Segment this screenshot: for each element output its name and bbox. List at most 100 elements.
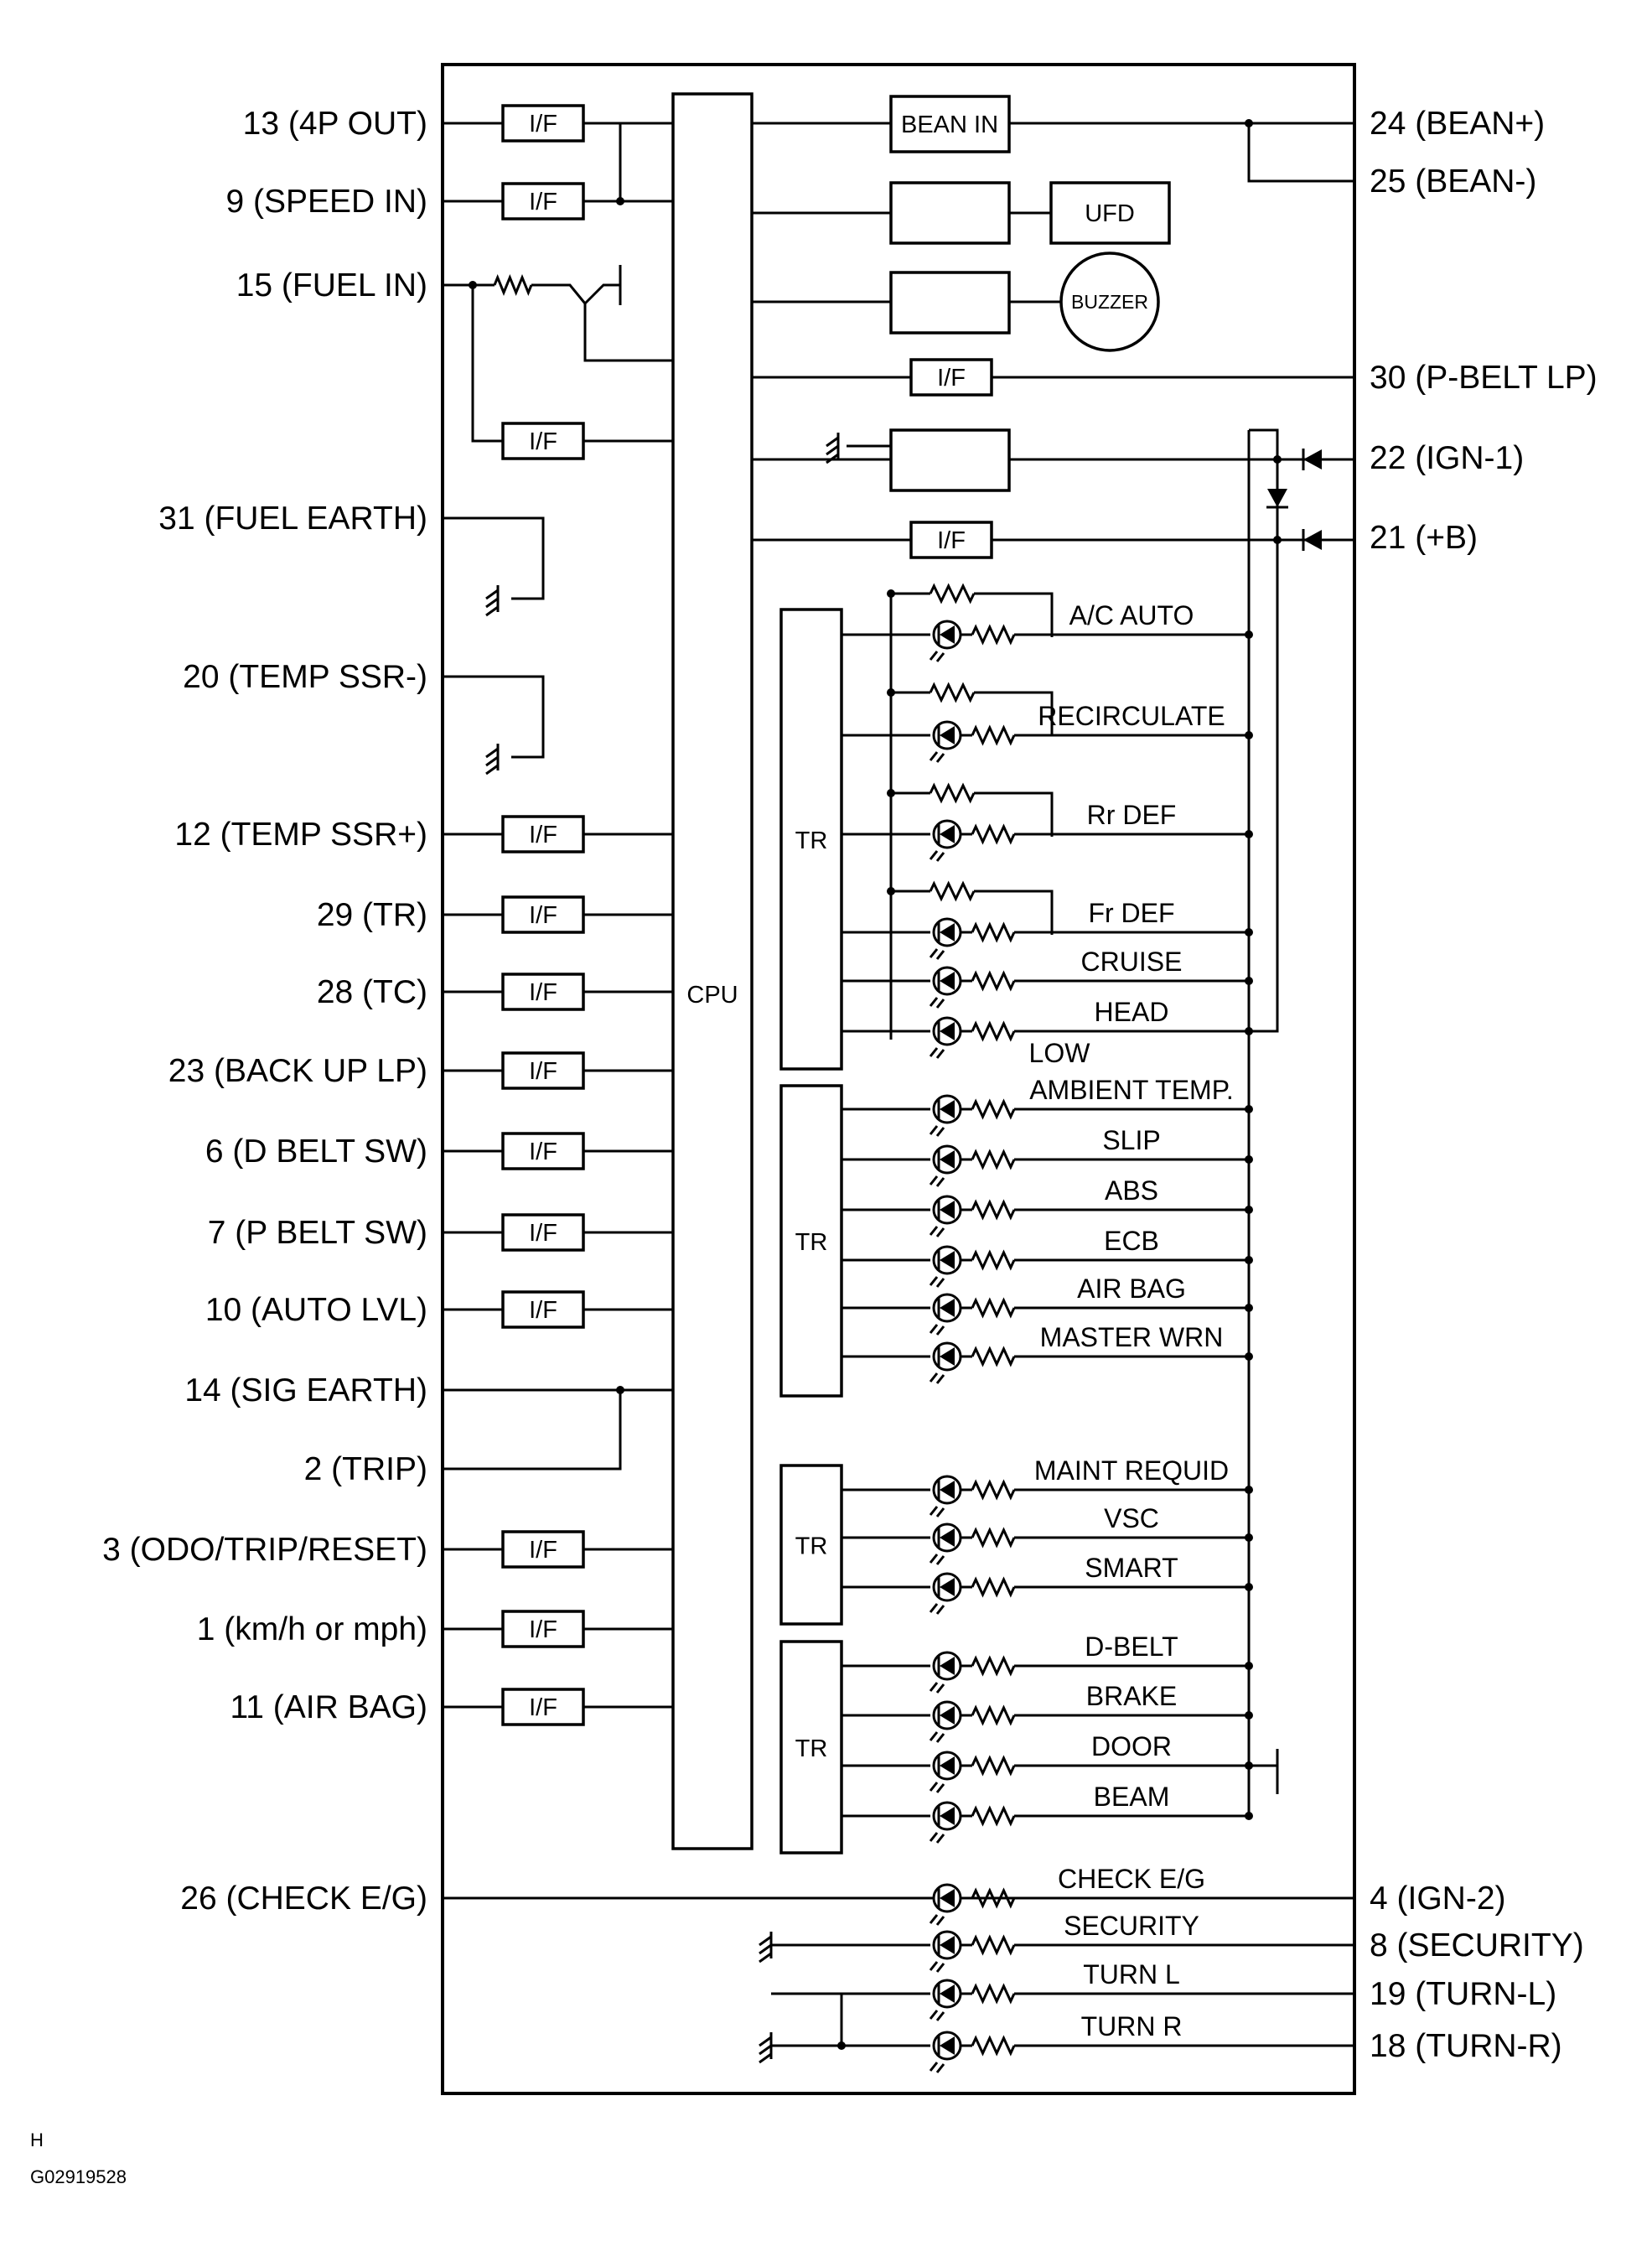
led-triangle	[940, 1578, 955, 1596]
resistor-symbol	[971, 1346, 1016, 1367]
interface-block: I/F	[501, 1051, 585, 1090]
led-icon	[929, 1016, 962, 1059]
ground-icon	[485, 585, 500, 617]
led-triangle	[940, 1100, 955, 1118]
led-icon	[929, 1700, 962, 1743]
left-pin-label: 20 (TEMP SSR-)	[183, 659, 427, 695]
interface-box	[501, 1688, 585, 1726]
left-pin-14: 2 (TRIP)	[304, 1451, 427, 1487]
resistor-symbol	[971, 1934, 1016, 1956]
interface-block: I/F	[909, 358, 993, 397]
right-pin-label: 22 (IGN-1)	[1370, 440, 1524, 476]
led-ray	[929, 1782, 939, 1792]
resistor-symbol	[971, 724, 1016, 746]
led-icon	[929, 1979, 962, 2021]
ground-hatch	[826, 436, 839, 448]
led-ray	[929, 1832, 939, 1842]
bean-in-label: BEAN IN	[901, 112, 998, 138]
indicator-15: VSC	[842, 1503, 1253, 1565]
wire	[583, 283, 620, 305]
transistor-label: TR	[795, 1533, 828, 1560]
indicator-8: AMBIENT TEMP.	[842, 1075, 1253, 1137]
ground-hatch	[759, 2044, 772, 2056]
indicator-20: BEAM	[842, 1782, 1253, 1844]
interface-label: I/F	[529, 979, 557, 1006]
led-ray	[929, 1047, 939, 1057]
indicator-23: TURN L	[771, 1959, 1354, 2021]
junction-dot	[1245, 1533, 1253, 1542]
ufd-driver-box	[889, 181, 1011, 245]
junction-dot	[887, 789, 895, 797]
bean-in-block: BEAN IN	[889, 95, 1011, 153]
resistor-symbol	[493, 274, 533, 296]
interface-block: I/F	[501, 1132, 585, 1170]
led-icon	[929, 1195, 962, 1237]
transistor-box	[779, 608, 843, 1071]
interface-label: I/F	[529, 1297, 557, 1324]
left-pin-6: 12 (TEMP SSR+)I/F	[174, 815, 673, 853]
resistor-symbol	[971, 1479, 1016, 1501]
led-triangle	[940, 1022, 955, 1040]
left-pin-7: 29 (TR)I/F	[317, 895, 673, 934]
indicator-5: CRUISE	[842, 947, 1253, 1009]
indicator-18: BRAKE	[842, 1681, 1253, 1743]
indicator-label: RECIRCULATE	[1038, 701, 1225, 731]
interface-label: I/F	[529, 1694, 557, 1721]
interface-label: I/F	[529, 902, 557, 929]
right-pin-label: 4 (IGN-2)	[1370, 1880, 1506, 1917]
right-pin-4: 22 (IGN-1)	[1370, 440, 1524, 476]
resistor-symbol	[929, 880, 976, 902]
right-pin-label: 21 (+B)	[1370, 520, 1478, 556]
resistor-symbol	[929, 782, 976, 804]
indicator-7: LOW	[1029, 1038, 1091, 1068]
resistor-symbol	[971, 1655, 1016, 1677]
ground-hatch	[759, 2036, 772, 2047]
led-ray	[935, 1374, 945, 1384]
interface-block: I/F	[501, 182, 585, 220]
left-pin-4: 31 (FUEL EARTH)	[158, 501, 427, 537]
left-pin-8: 28 (TC)I/F	[317, 973, 673, 1011]
left-pin-17: 11 (AIR BAG)I/F	[230, 1688, 673, 1726]
led-ray	[929, 948, 939, 958]
led-ray	[935, 852, 945, 862]
left-pin-label: 2 (TRIP)	[304, 1451, 427, 1487]
interface-block: I/F	[909, 521, 993, 559]
diode-triangle	[1303, 449, 1322, 469]
led-ray	[935, 1325, 945, 1336]
led-ray	[929, 1506, 939, 1516]
interface-label: I/F	[529, 822, 557, 848]
led-icon	[929, 2031, 962, 2073]
interface-label: I/F	[937, 365, 966, 392]
diode-icon	[1302, 529, 1322, 551]
led-triangle	[940, 1481, 955, 1499]
led-ray	[929, 1276, 939, 1286]
right-pin-label: 8 (SECURITY)	[1370, 1927, 1584, 1963]
indicator-label: MASTER WRN	[1040, 1322, 1224, 1352]
interface-box	[501, 1213, 585, 1252]
right-pin-7: 8 (SECURITY)	[1370, 1927, 1584, 1963]
led-triangle	[940, 625, 955, 644]
led-ray	[935, 1733, 945, 1743]
led-ray	[929, 1226, 939, 1236]
resistor-symbol	[929, 583, 976, 604]
resistor-symbol	[971, 1576, 1016, 1598]
led-icon	[929, 1293, 962, 1336]
junction-dot	[1245, 1711, 1253, 1720]
led-ray	[929, 751, 939, 761]
interface-box	[501, 1132, 585, 1170]
transistor-block: TR	[779, 608, 843, 1071]
junction-dot	[616, 197, 624, 205]
led-icon	[929, 1801, 962, 1844]
junction-dot	[1245, 977, 1253, 985]
right-pin-9: 18 (TURN-R)	[1370, 2028, 1562, 2064]
led-triangle	[940, 1150, 955, 1169]
junction-dot	[1245, 1256, 1253, 1264]
led-icon	[929, 1751, 962, 1793]
junction-dot	[1245, 1486, 1253, 1494]
indicator-label: VSC	[1104, 1503, 1159, 1533]
ground-hatch	[826, 444, 839, 456]
left-pin-5: 20 (TEMP SSR-)	[183, 659, 427, 695]
ufd-block: UFD	[1049, 181, 1171, 245]
